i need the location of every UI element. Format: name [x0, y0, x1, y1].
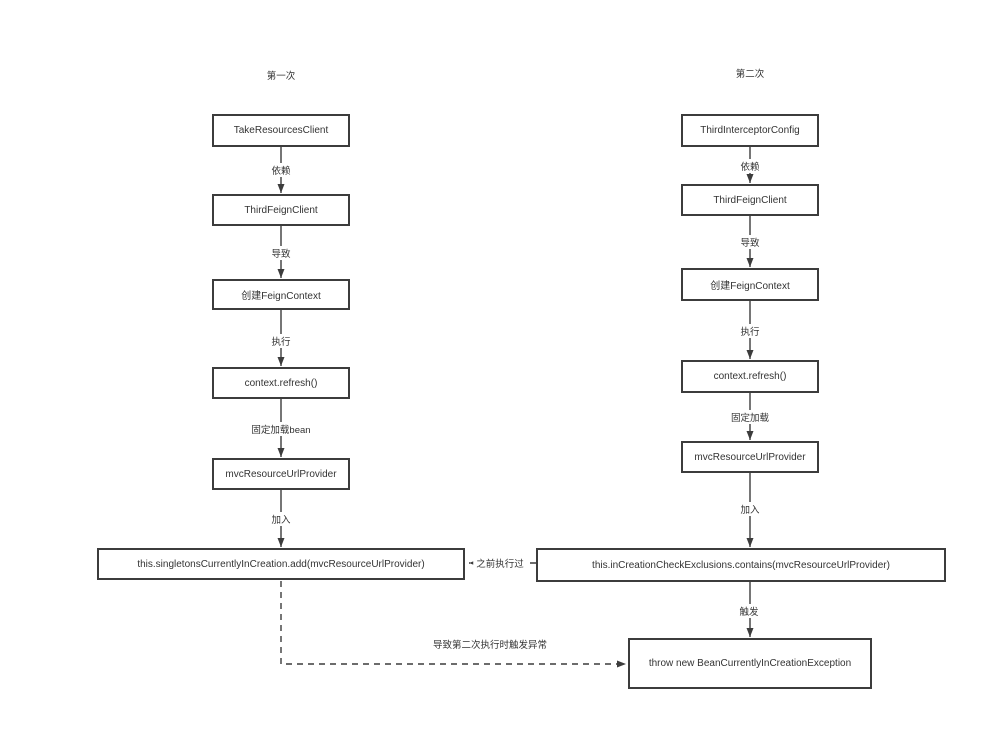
node-in-creation-check-exclusions-contains: this.inCreationCheckExclusions.contains(…: [536, 548, 946, 582]
dashed-arrow-second-run-exception: [280, 581, 626, 668]
node-third-interceptor-config: ThirdInterceptorConfig: [681, 114, 819, 147]
node-create-feign-context-right: 创建FeignContext: [681, 268, 819, 301]
edge-label-depends-right: 依赖: [737, 159, 763, 173]
edge-label-join-right: 加入: [737, 502, 763, 516]
edge-label-previously-executed: 之前执行过: [473, 556, 527, 570]
edge-label-causes-right: 导致: [737, 235, 763, 249]
edge-label-depends-left: 依赖: [268, 163, 294, 177]
edge-label-join-left: 加入: [268, 512, 294, 526]
edge-label-triggers: 触发: [736, 604, 762, 618]
node-context-refresh-right: context.refresh(): [681, 360, 819, 393]
node-singletons-currently-in-creation-add: this.singletonsCurrentlyInCreation.add(m…: [97, 548, 465, 580]
edge-label-fixed-load-bean: 固定加载bean: [248, 422, 314, 436]
column-title-second-pass: 第二次: [735, 69, 765, 80]
node-throw-bean-currently-in-creation-exception: throw new BeanCurrentlyInCreationExcepti…: [628, 638, 872, 689]
node-create-feign-context-left: 创建FeignContext: [212, 279, 350, 310]
edge-label-causes-left: 导致: [268, 246, 294, 260]
node-third-feign-client-left: ThirdFeignClient: [212, 194, 350, 226]
node-context-refresh-left: context.refresh(): [212, 367, 350, 399]
edge-label-second-run-triggers-exception: 导致第二次执行时触发异常: [432, 640, 548, 651]
edge-label-executes-right: 执行: [737, 324, 763, 338]
node-mvc-resource-url-provider-right: mvcResourceUrlProvider: [681, 441, 819, 473]
edge-label-fixed-load: 固定加载: [727, 410, 773, 424]
node-mvc-resource-url-provider-left: mvcResourceUrlProvider: [212, 458, 350, 490]
node-take-resources-client: TakeResourcesClient: [212, 114, 350, 147]
edge-label-executes-left: 执行: [268, 334, 294, 348]
column-title-first-pass: 第一次: [266, 71, 296, 82]
node-third-feign-client-right: ThirdFeignClient: [681, 184, 819, 216]
